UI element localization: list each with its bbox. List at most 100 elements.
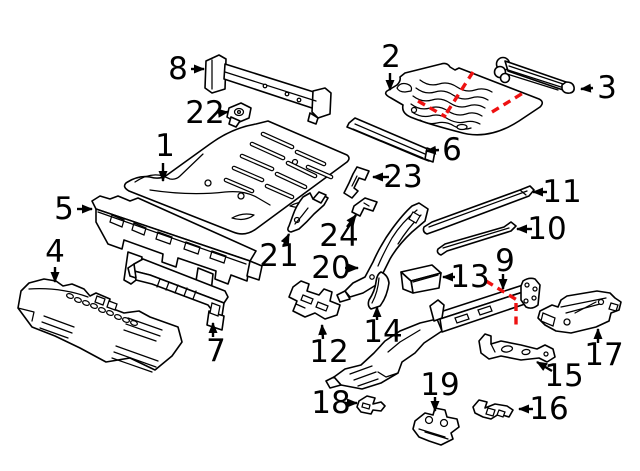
- callout-leader-12: [318, 324, 328, 340]
- part-9-details: [349, 282, 538, 387]
- part-16-details: [485, 407, 506, 418]
- section-highlight-2: [417, 99, 447, 119]
- part-3-details: [506, 65, 564, 91]
- callout-label-8[interactable]: 8: [168, 51, 188, 87]
- part-21-details: [293, 207, 309, 225]
- part-11-rail-strip[interactable]: [422, 185, 535, 235]
- part-2-rear-floor-pan[interactable]: [384, 62, 544, 136]
- callout-18: 18: [311, 385, 358, 421]
- part-4-details: [17, 288, 163, 373]
- callout-label-6[interactable]: 6: [442, 132, 462, 168]
- callout-label-10[interactable]: 10: [527, 211, 566, 247]
- part-13-bracket[interactable]: [400, 264, 442, 294]
- callout-label-13[interactable]: 13: [450, 259, 489, 295]
- part-10-rail-strip[interactable]: [436, 221, 517, 256]
- part-5-details: [97, 211, 247, 265]
- part-19-bracket[interactable]: [412, 407, 460, 446]
- callout-leader-3: [580, 83, 594, 93]
- callout-23: 23: [372, 159, 423, 195]
- callout-label-19[interactable]: 19: [420, 367, 459, 403]
- callout-11: 11: [532, 174, 582, 210]
- part-15-bracket[interactable]: [478, 333, 556, 363]
- callout-22: 22: [185, 95, 229, 131]
- part-12-bracket[interactable]: [288, 280, 341, 320]
- callout-7: 7: [206, 322, 226, 369]
- callout-21: 21: [259, 233, 299, 274]
- callout-label-14[interactable]: 14: [363, 314, 402, 350]
- callout-label-17[interactable]: 17: [584, 337, 623, 373]
- part-6-crossbar[interactable]: [346, 117, 436, 163]
- part-6-details: [352, 123, 426, 159]
- part-18-clip[interactable]: [356, 395, 386, 415]
- part-7-sill[interactable]: [127, 258, 229, 331]
- part-17-bracket-assembly[interactable]: [537, 290, 622, 334]
- callout-16: 16: [518, 391, 569, 427]
- callout-leader-24: [346, 214, 357, 228]
- callout-label-18[interactable]: 18: [311, 385, 350, 421]
- callout-leader-21: [280, 233, 291, 246]
- part-24-bracket[interactable]: [351, 197, 378, 217]
- callout-4: 4: [45, 234, 65, 283]
- part-19-details: [418, 415, 449, 440]
- part-8-details: [211, 59, 317, 103]
- section-highlight-2: [491, 91, 524, 114]
- part-23-bracket[interactable]: [343, 166, 370, 199]
- callout-leader-15: [536, 360, 553, 373]
- part-7-details: [156, 278, 221, 317]
- part-3-rail[interactable]: [493, 56, 575, 94]
- part-16-bracket[interactable]: [472, 399, 514, 420]
- callout-20: 20: [311, 250, 359, 286]
- part-11-details: [428, 189, 528, 228]
- callout-label-2[interactable]: 2: [381, 39, 401, 75]
- part-4-rear-body-panel[interactable]: [17, 278, 183, 373]
- callout-12: 12: [309, 324, 349, 370]
- part-14-details: [371, 277, 380, 304]
- section-highlights: [417, 71, 524, 327]
- part-8-crossmember[interactable]: [204, 54, 332, 125]
- callout-15: 15: [536, 358, 584, 394]
- callout-label-11[interactable]: 11: [542, 174, 581, 210]
- part-21-bracket[interactable]: [287, 191, 329, 233]
- part-17-details: [540, 297, 619, 327]
- part-23-details: [351, 175, 358, 187]
- callout-8: 8: [168, 51, 205, 87]
- callout-label-15[interactable]: 15: [544, 358, 583, 394]
- callout-10: 10: [516, 211, 567, 247]
- section-highlight-9: [485, 279, 518, 302]
- callout-label-21[interactable]: 21: [259, 238, 298, 274]
- callout-label-12[interactable]: 12: [309, 334, 348, 370]
- callout-label-9[interactable]: 9: [495, 243, 515, 279]
- part-14-bracket[interactable]: [367, 271, 390, 310]
- part-20-wheelhouse-bracket[interactable]: [336, 202, 429, 303]
- callout-3: 3: [580, 70, 617, 106]
- callout-label-16[interactable]: 16: [529, 391, 568, 427]
- callout-6: 6: [425, 132, 462, 168]
- part-22-clip[interactable]: [226, 102, 252, 128]
- callout-24: 24: [319, 214, 359, 254]
- callout-14: 14: [363, 306, 403, 350]
- part-20-details: [369, 209, 422, 280]
- callout-9: 9: [495, 243, 515, 290]
- callout-label-4[interactable]: 4: [45, 234, 65, 270]
- part-2-details: [396, 79, 493, 131]
- callout-label-22[interactable]: 22: [185, 95, 224, 131]
- part-9-frame-rail[interactable]: [325, 277, 541, 390]
- callout-label-7[interactable]: 7: [206, 333, 226, 369]
- callout-label-5[interactable]: 5: [54, 191, 74, 227]
- callout-label-3[interactable]: 3: [597, 70, 617, 106]
- callout-2: 2: [381, 39, 401, 91]
- callout-label-20[interactable]: 20: [311, 250, 350, 286]
- part-18-details: [361, 402, 371, 410]
- callout-1: 1: [155, 128, 175, 182]
- callout-label-23[interactable]: 23: [383, 159, 422, 195]
- part-10-details: [442, 227, 510, 249]
- part-13-details: [412, 274, 439, 283]
- callout-label-1[interactable]: 1: [155, 128, 175, 164]
- callout-5: 5: [54, 191, 93, 227]
- section-highlight-2: [442, 71, 475, 118]
- callout-label-24[interactable]: 24: [319, 218, 358, 254]
- part-22-details: [233, 107, 245, 117]
